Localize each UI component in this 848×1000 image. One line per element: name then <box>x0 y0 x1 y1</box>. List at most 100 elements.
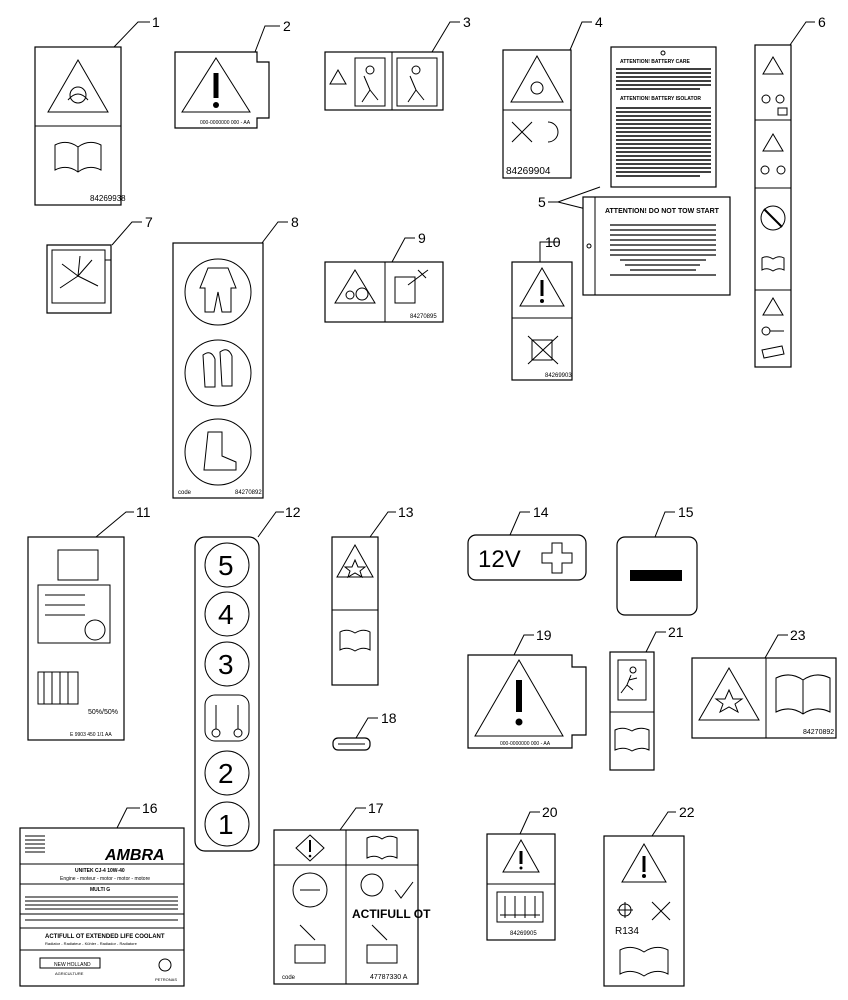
usage-line: Radiator - Radiateur - Kühler - Radiador… <box>45 941 138 946</box>
code-label: code <box>282 975 296 981</box>
callout-number: 20 <box>542 804 558 820</box>
product-name: UNITEK CJ-4 10W-40 <box>75 868 125 874</box>
decal-3 <box>324 51 444 111</box>
speed-number: 3 <box>218 649 234 680</box>
callout-6: 6 <box>789 14 826 46</box>
part-code: 000-0000000 000 - AA <box>500 741 551 747</box>
callout-number: 16 <box>142 800 158 816</box>
gloves-icon <box>202 349 233 388</box>
decal-1: 84269938 <box>34 46 126 206</box>
diamond-warning-icon <box>295 834 325 862</box>
callout-3: 3 <box>431 14 471 53</box>
callout-11: 11 <box>95 504 151 538</box>
hand-crush-icon <box>761 345 785 359</box>
plus-icon <box>541 542 573 574</box>
coolant-tank-icon <box>292 872 328 908</box>
part-code: 84270892 <box>803 729 834 736</box>
decal-22: R134 <box>603 835 685 987</box>
callout-9: 9 <box>391 230 426 263</box>
speed-number: 5 <box>218 550 234 581</box>
decal-8: code 84270892 <box>172 242 264 499</box>
decal-10: 84269903 <box>511 261 573 381</box>
coolant-tank-icon <box>360 873 384 897</box>
decal-5b: ATTENTION! DO NOT TOW START <box>582 196 731 296</box>
part-code: 84270892 <box>235 490 262 496</box>
decal-7 <box>46 244 112 314</box>
petronas-logo: PETRONAS <box>155 958 177 982</box>
text-block <box>610 224 716 276</box>
callout-16: 16 <box>116 800 158 829</box>
linkage-icon <box>761 326 784 336</box>
speed-number: 4 <box>218 599 234 630</box>
tractor-icon <box>345 287 369 301</box>
lever-shift-icon <box>204 694 250 742</box>
callout-number: 22 <box>679 804 695 820</box>
product-name: ACTIFULL OT EXTENDED LIFE COOLANT <box>45 934 165 940</box>
cab-door-crush-icon <box>354 57 386 107</box>
manual-book-icon <box>614 727 650 752</box>
callout-number: 1 <box>152 14 160 30</box>
part-code: E 9903 450 1/1 AA <box>70 732 112 738</box>
callout-number: 18 <box>381 710 397 726</box>
heading: ATTENTION! BATTERY ISOLATOR <box>620 96 701 102</box>
callout-15: 15 <box>654 504 694 538</box>
callout-12: 12 <box>257 504 301 538</box>
manual-book-icon <box>57 549 99 581</box>
callout-17: 17 <box>339 800 384 831</box>
broken-glass-icon <box>59 255 99 289</box>
callout-13: 13 <box>369 504 414 538</box>
callout-number: 14 <box>533 504 549 520</box>
callout-19: 19 <box>513 627 552 656</box>
part-code: 47787330 A <box>370 974 408 981</box>
checkmark-icon <box>394 881 414 899</box>
explosion-hazard-icon <box>714 688 744 714</box>
callout-number: 11 <box>136 504 151 520</box>
tractor-crush-icon <box>496 891 544 923</box>
part-code: 84269904 <box>506 166 551 177</box>
callout-number: 17 <box>368 800 384 816</box>
engine-icon <box>37 584 111 644</box>
callout-number: 6 <box>818 14 826 30</box>
explosion-hazard-icon <box>530 81 544 95</box>
radiator-icon <box>37 671 79 705</box>
pour-icon <box>294 924 326 964</box>
decal-19: 000-0000000 000 - AA <box>467 654 587 749</box>
callout-number: 15 <box>678 504 694 520</box>
callout-number: 5 <box>538 194 546 210</box>
text-block <box>25 896 178 910</box>
callout-number: 8 <box>291 214 299 230</box>
manual-book-icon <box>775 674 831 715</box>
overalls-icon <box>199 267 237 313</box>
mix-ratio: 50%/50% <box>88 709 118 716</box>
part-code: 84269905 <box>510 931 537 937</box>
brand-logo-text: AMBRA <box>104 847 165 864</box>
callout-number: 12 <box>285 504 301 520</box>
callout-number: 3 <box>463 14 471 30</box>
no-hook-icon <box>527 335 559 365</box>
callout-14: 14 <box>509 504 549 536</box>
coolant-label: ACTIFULL OT <box>352 907 431 921</box>
callout-23: 23 <box>764 627 806 659</box>
callout-20: 20 <box>519 804 558 835</box>
part-code: 000-0000000 000 - AA <box>200 120 251 126</box>
no-spark-icon <box>511 121 559 143</box>
part-code: 84269903 <box>545 373 572 379</box>
decal-23: 84270892 <box>691 657 837 739</box>
manual-book-icon <box>619 946 669 977</box>
part-code: 84269938 <box>90 194 126 203</box>
decal-6 <box>754 44 792 368</box>
cab-door-crush-icon <box>396 57 438 107</box>
voltage-label: 12V <box>478 546 521 573</box>
decal-17: ACTIFULL OT code 47787330 A <box>273 829 431 985</box>
decal-16: AMBRA UNITEK CJ-4 10W-40 Engine - moteur… <box>19 827 185 987</box>
logo-subtext: AGRICULTURE <box>55 971 84 976</box>
manual-book-icon <box>761 256 785 272</box>
heading: ATTENTION! DO NOT TOW START <box>605 208 720 215</box>
wrench-icon <box>651 901 671 921</box>
decal-21 <box>609 651 655 771</box>
text-block <box>616 107 711 177</box>
minus-icon <box>630 570 682 581</box>
decal-2: 000-0000000 000 - AA <box>174 51 270 129</box>
callout-number: 10 <box>545 234 561 250</box>
